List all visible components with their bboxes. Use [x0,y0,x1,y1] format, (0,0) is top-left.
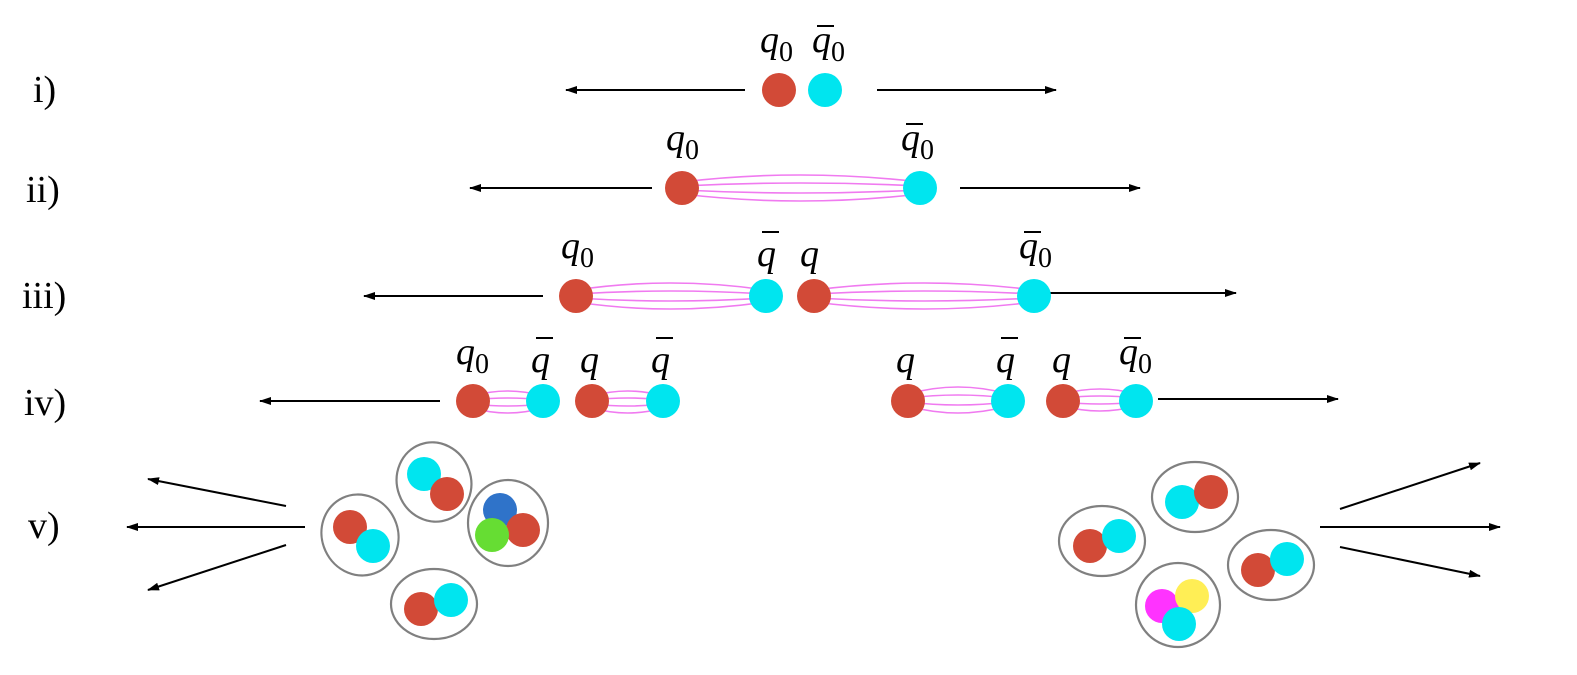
row-label-ii: ii) [26,169,60,211]
svg-text:q: q [531,339,550,381]
row-label-iv: iv) [24,382,66,424]
antiquark-q0bar [1017,279,1051,313]
meson [1057,504,1147,578]
label-q0: q0 [760,19,793,68]
color-string-right [813,282,1035,310]
svg-text:q0: q0 [1019,225,1052,274]
meson [320,493,400,577]
antiquark-qbar [646,384,680,418]
antiquark-q0bar [808,73,842,107]
color-string [681,174,921,202]
label-q: q [800,233,819,275]
label-q0bar: q0 [901,117,934,166]
label-q0: q0 [561,225,594,274]
label-q: q [896,339,915,381]
label-q0bar: q0 [812,19,845,68]
quark-q0 [456,384,490,418]
row-v [126,441,1501,649]
quark-q0 [762,73,796,107]
antibaryon-quark-yellow [1175,579,1209,613]
label-q0: q0 [456,331,489,380]
label-q: q [1052,339,1071,381]
arrow-left-down [147,544,287,591]
antiquark-q0bar [903,171,937,205]
svg-text:q0: q0 [901,117,934,166]
label-q: q [580,339,599,381]
label-q0: q0 [666,117,699,166]
arrow-right-up [1339,462,1481,510]
row-label-i: i) [33,69,56,111]
antiquark-qbar [749,279,783,313]
label-q0bar: q0 [1119,331,1152,380]
row-label-v: v) [28,505,60,547]
svg-text:q: q [757,233,776,275]
color-string-left [575,282,767,310]
meson [1226,528,1316,602]
quark-q0 [559,279,593,313]
row-i: q0 q0 [565,19,1057,107]
row-iv: q0 q q q q q q q0 [259,331,1339,418]
label-qbar: q [651,337,673,381]
baryon-quark-green [475,518,509,552]
quark-q [797,279,831,313]
row-iii: q0 q q q0 [363,225,1237,313]
antibaryon [1134,561,1222,649]
svg-text:q0: q0 [1119,331,1152,380]
svg-text:q0: q0 [812,19,845,68]
label-qbar: q [531,337,553,381]
antiquark-qbar [526,384,560,418]
antiquark-qbar [991,384,1025,418]
label-qbar: q [996,337,1018,381]
quark-q0 [665,171,699,205]
antiquark-q0bar [1119,384,1153,418]
arrow-right-down [1339,546,1481,578]
row-ii: q0 q0 [469,117,1141,205]
meson [389,567,479,641]
arrow-left-up [147,477,287,507]
label-qbar: q [757,231,779,275]
quark-q [1046,384,1080,418]
svg-text:q: q [651,339,670,381]
meson [395,441,473,523]
baryon [466,478,550,568]
meson [1150,460,1240,534]
quark-q [891,384,925,418]
svg-text:q: q [996,339,1015,381]
label-q0bar: q0 [1019,225,1052,274]
quark-q [575,384,609,418]
row-label-iii: iii) [22,275,66,317]
